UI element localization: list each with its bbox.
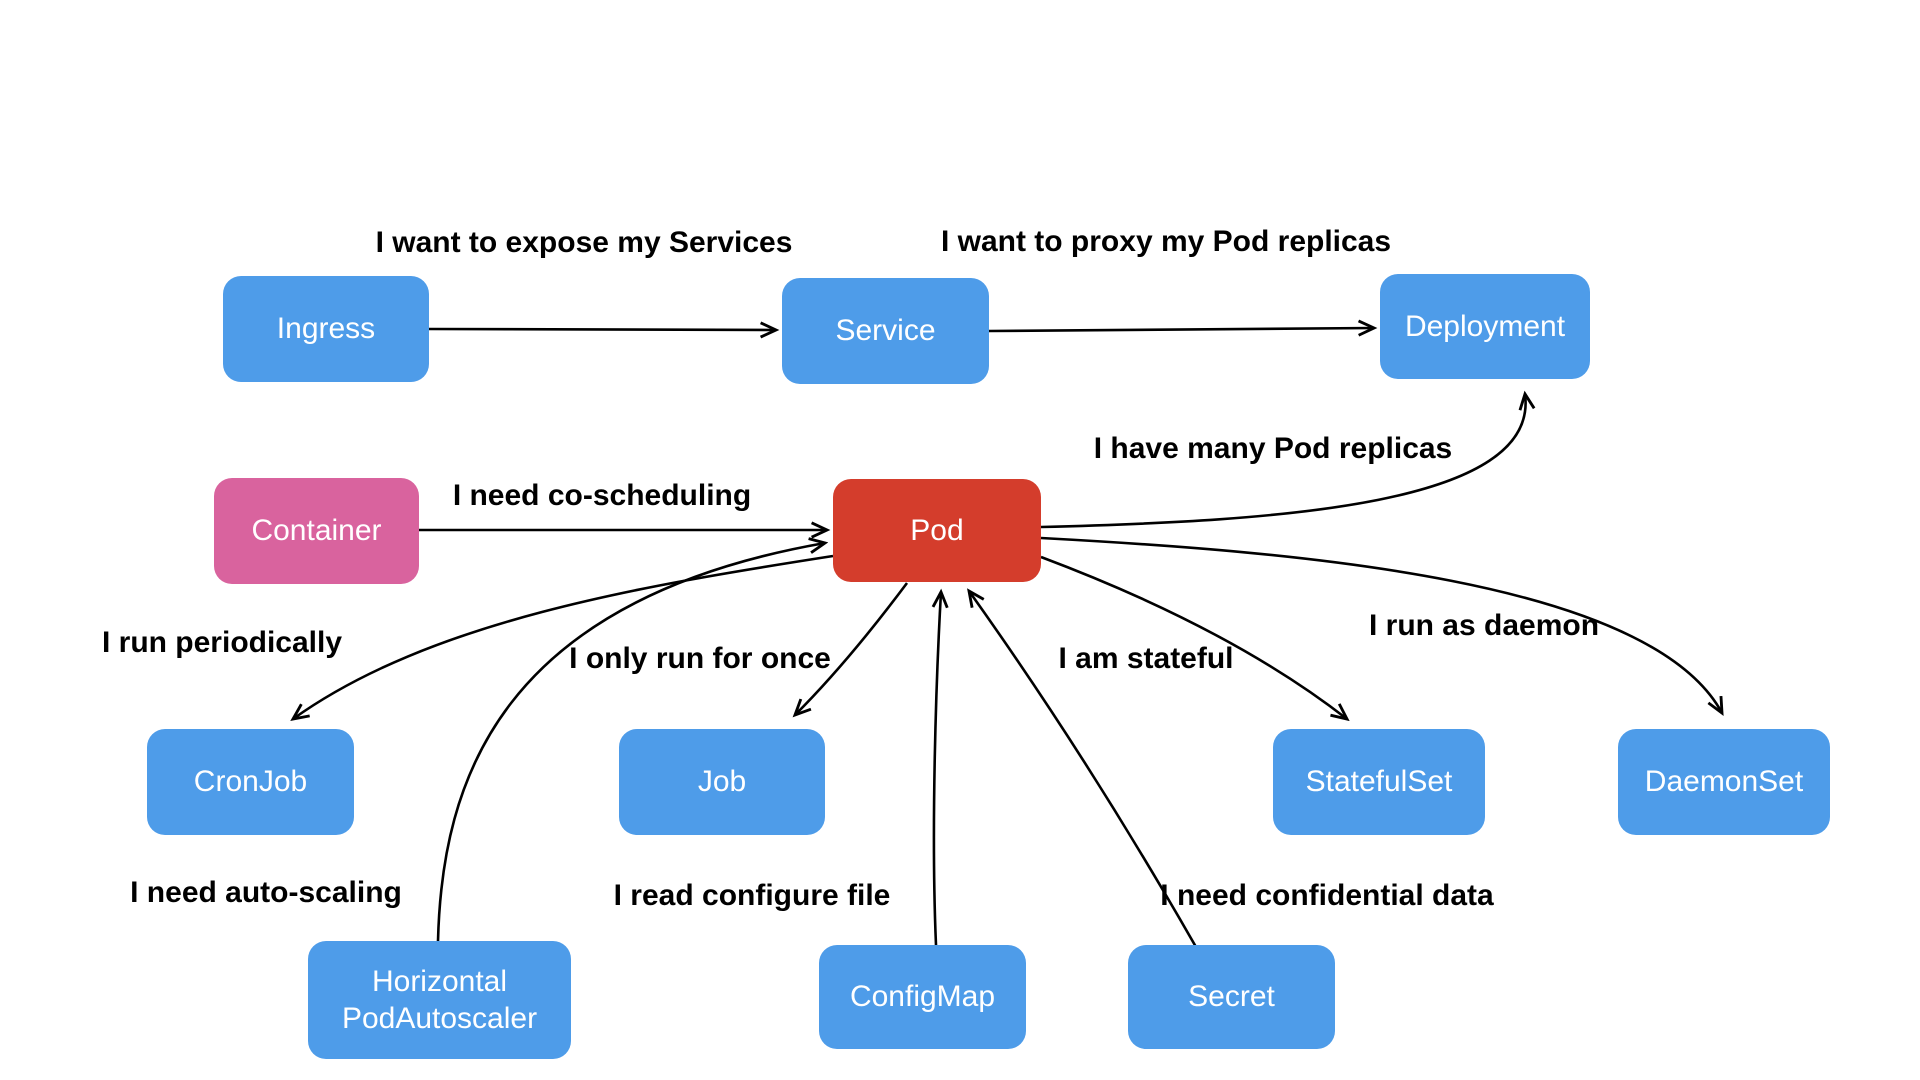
edge-label-daemon: I run as daemon [1368,609,1600,642]
node-service: Service [782,278,989,384]
edge-label-periodically: I run periodically [101,626,343,659]
node-pod: Pod [833,479,1041,582]
node-statefulset: StatefulSet [1273,729,1485,835]
edge-hpa-pod [436,543,825,942]
node-ingress: Ingress [223,276,429,382]
node-job-label: Job [697,765,747,799]
node-secret: Secret [1128,945,1335,1049]
edge-label-stateful: I am stateful [1058,642,1234,675]
node-daemonset-label: DaemonSet [1644,765,1804,799]
node-ingress-label: Ingress [276,312,376,346]
edge-pod-job [795,582,909,715]
edge-service-deployment [988,328,1374,331]
node-deployment: Deployment [1380,274,1590,379]
node-hpa-label: Horizontal PodAutoscaler [342,963,537,1038]
edge-label-co-scheduling: I need co-scheduling [452,479,752,512]
edge-pod-daemonset [1040,536,1722,713]
node-configmap: ConfigMap [819,945,1026,1049]
edge-ingress-service [428,329,776,330]
edge-label-confidential: I need confidential data [1160,879,1494,912]
edge-pod-cronjob [293,554,834,719]
node-configmap-label: ConfigMap [849,980,996,1014]
edge-label-once: I only run for once [569,642,831,675]
node-statefulset-label: StatefulSet [1305,765,1453,799]
node-horizontal-pod-autoscaler: Horizontal PodAutoscaler [308,941,571,1059]
edge-label-expose: I want to expose my Services [375,226,793,259]
edge-configmap-pod [934,592,941,946]
node-deployment-label: Deployment [1404,309,1566,343]
node-pod-label: Pod [910,513,964,547]
edge-pod-deployment [1040,394,1526,529]
node-service-label: Service [835,314,936,348]
edge-pod-statefulset [1040,555,1347,719]
node-container: Container [214,478,419,584]
node-cronjob-label: CronJob [193,765,308,799]
node-hpa-label-line1: Horizontal [371,964,508,998]
node-job: Job [619,729,825,835]
node-daemonset: DaemonSet [1618,729,1830,835]
node-container-label: Container [251,514,382,548]
edge-label-proxy: I want to proxy my Pod replicas [940,225,1392,258]
node-secret-label: Secret [1188,980,1275,1014]
edge-label-configure: I read configure file [613,879,891,912]
edge-label-autoscaling: I need auto-scaling [130,876,402,909]
edge-secret-pod [969,591,1198,948]
node-cronjob: CronJob [147,729,354,835]
edge-label-replicas: I have many Pod replicas [1093,432,1453,465]
node-hpa-label-line2: PodAutoscaler [341,1002,538,1035]
